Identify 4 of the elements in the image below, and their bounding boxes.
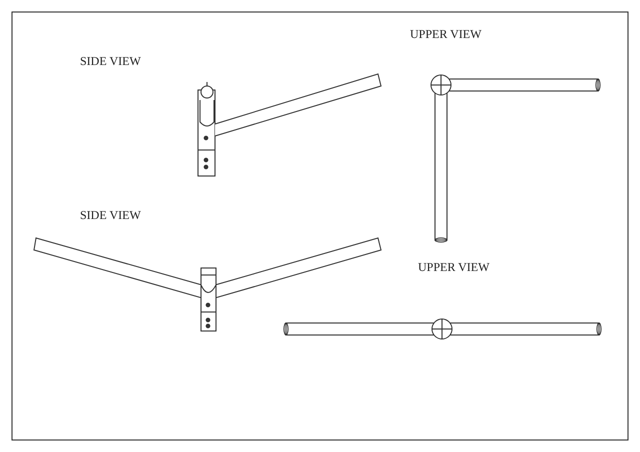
view-title: SIDE VIEW <box>80 54 141 69</box>
view-title: UPPER VIEW <box>418 260 490 275</box>
view-title: UPPER VIEW <box>410 27 482 42</box>
view-title: SIDE VIEW <box>80 208 141 223</box>
